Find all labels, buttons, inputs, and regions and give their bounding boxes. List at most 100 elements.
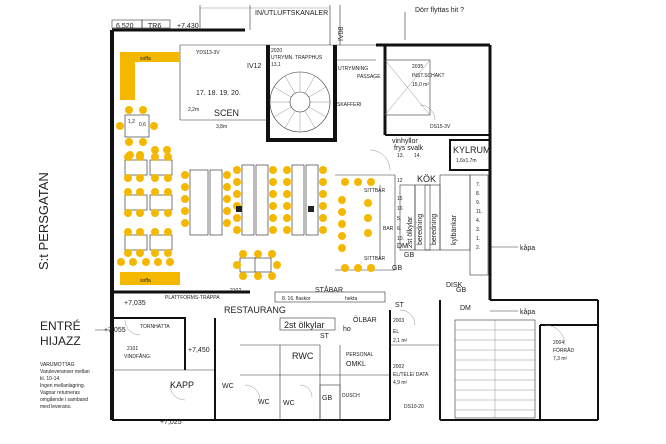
svg-text:med leverans.: med leverans. [40, 404, 71, 410]
svg-text:ST: ST [320, 333, 330, 340]
chair [283, 214, 291, 222]
dim-6520: 6,520 [116, 23, 134, 30]
svg-text:GB: GB [322, 395, 332, 402]
chair [269, 226, 277, 234]
svg-text:8.: 8. [476, 191, 480, 197]
chair [364, 229, 372, 237]
chair [181, 171, 189, 179]
svg-text:kylbänkar: kylbänkar [451, 214, 458, 245]
dim-7430: +7,430 [177, 23, 199, 30]
chair [269, 178, 277, 186]
svg-text:+7,055: +7,055 [104, 327, 126, 334]
svg-text:15,0 m²: 15,0 m² [412, 82, 429, 88]
chair [223, 195, 231, 203]
chair [124, 249, 132, 257]
chair [338, 220, 346, 228]
svg-text:SITTBAR: SITTBAR [364, 256, 386, 262]
chair [233, 214, 241, 222]
svg-text:17. 18. 19. 20.: 17. 18. 19. 20. [196, 90, 241, 97]
chair [124, 228, 132, 236]
svg-text:2.: 2. [476, 245, 480, 251]
svg-text:WC: WC [258, 399, 270, 406]
svg-text:13,1: 13,1 [271, 62, 281, 68]
chair [151, 209, 159, 217]
chair [341, 264, 349, 272]
svg-text:RWC: RWC [292, 351, 314, 361]
svg-text:BAR: BAR [383, 226, 394, 232]
chair [181, 219, 189, 227]
chair [268, 250, 276, 258]
svg-text:ST: ST [395, 302, 405, 309]
chair [181, 183, 189, 191]
svg-text:12: 12 [397, 178, 403, 184]
chair [136, 209, 144, 217]
chair [283, 202, 291, 210]
chair [319, 166, 327, 174]
label-door-question: Dörr flyttas hit ? [415, 7, 464, 14]
chair [354, 178, 362, 186]
svg-text:11.: 11. [476, 209, 483, 215]
svg-text:beredning: beredning [417, 214, 424, 245]
chair [124, 188, 132, 196]
door-swings [124, 104, 566, 401]
svg-text:2101: 2101 [127, 346, 138, 352]
chair [367, 264, 375, 272]
svg-text:4.: 4. [476, 218, 480, 224]
svg-text:vinhyllor: vinhyllor [392, 138, 418, 145]
chair [116, 122, 124, 130]
chair [151, 249, 159, 257]
spiral-stair [269, 71, 331, 133]
chair [233, 178, 241, 186]
chair [319, 214, 327, 222]
chair [223, 219, 231, 227]
svg-text:soffa: soffa [140, 56, 151, 62]
outer-walls [110, 28, 599, 421]
svg-text:PLATTFORMS-TRAPPA: PLATTFORMS-TRAPPA [165, 295, 220, 301]
svg-text:ho: ho [343, 326, 351, 333]
chair [151, 188, 159, 196]
svg-text:EL/TELE/ DATA: EL/TELE/ DATA [393, 372, 429, 378]
chair [151, 228, 159, 236]
chair [164, 174, 172, 182]
chair [142, 258, 150, 266]
sofa-top [120, 52, 180, 100]
chair [164, 249, 172, 257]
svg-text:PASSAGE: PASSAGE [357, 74, 381, 80]
svg-text:VINDFÅNG: VINDFÅNG [124, 353, 150, 360]
chair [125, 106, 133, 114]
svg-text:2102: 2102 [230, 288, 241, 294]
svg-text:2st ölkylar: 2st ölkylar [407, 216, 414, 248]
chair [233, 166, 241, 174]
chair [150, 122, 158, 130]
chair [136, 188, 144, 196]
svg-text:3,8m: 3,8m [216, 124, 227, 130]
svg-text:Ingen mellanlagring.: Ingen mellanlagring. [40, 383, 85, 389]
svg-text:omgående i samband: omgående i samband [40, 396, 88, 403]
svg-text:6.: 6. [397, 226, 401, 232]
chair [136, 249, 144, 257]
chair [136, 228, 144, 236]
label-kylrum: KYLRUM [453, 145, 491, 155]
chair [338, 232, 346, 240]
chair [117, 258, 125, 266]
chair [151, 153, 159, 161]
chair [269, 202, 277, 210]
markers [95, 12, 518, 331]
svg-text:4,9 m²: 4,9 m² [393, 380, 408, 386]
svg-text:2002: 2002 [393, 364, 404, 370]
svg-text:2st ölkylar: 2st ölkylar [284, 320, 325, 330]
chair [166, 258, 174, 266]
chair [163, 146, 171, 154]
chair [125, 138, 133, 146]
svg-text:STÅBAR: STÅBAR [315, 285, 343, 294]
svg-text:kåpa: kåpa [520, 308, 535, 316]
svg-text:GB: GB [456, 287, 466, 294]
chair [223, 171, 231, 179]
svg-text:13.: 13. [397, 153, 404, 159]
svg-text:2020: 2020 [271, 48, 282, 54]
label-yds: YDS13-3V [196, 50, 220, 56]
svg-text:UTRYMNING: UTRYMNING [338, 66, 368, 72]
label-ducts: IN/UTLUFTSKANALER [255, 10, 328, 17]
